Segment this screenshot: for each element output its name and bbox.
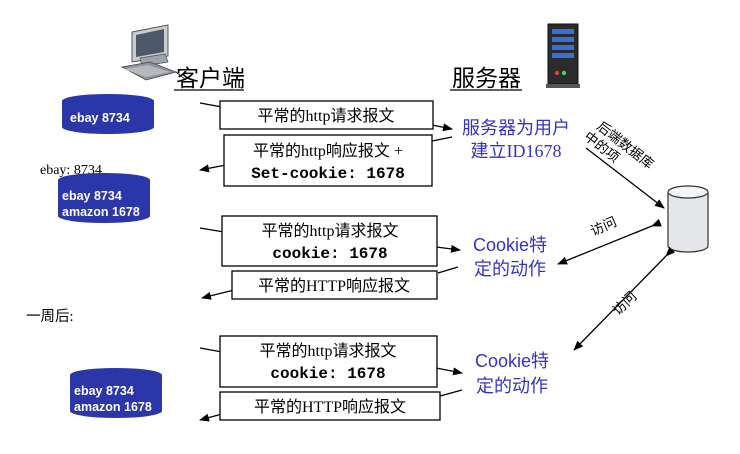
message-5-line-1: 平常的http请求报文 [260,342,397,360]
message-2-line-2: Set-cookie: 1678 [251,165,405,183]
cookie-file-3: ebay 8734 amazon 1678 [70,368,162,418]
server-label: 服务器 [452,66,521,91]
cookie-file-2-line-2: amazon 1678 [62,205,140,219]
cookie-file-1-line-1: ebay 8734 [70,111,130,125]
client-label: 客户端 [176,66,245,91]
message-3-request: 平常的http请求报文 cookie: 1678 [199,215,461,267]
server-note-action-2-line-1: Cookie特 [475,351,549,371]
access-label-2: 访问 [610,289,640,319]
message-6-response: 平常的HTTP响应报文 [199,389,463,422]
message-1-line-1: 平常的http请求报文 [258,107,395,125]
message-5-line-2: cookie: 1678 [270,365,385,383]
message-6-line-1: 平常的HTTP响应报文 [254,397,406,416]
server-note-create-id-line-2: 建立ID1678 [471,141,562,161]
cookie-file-3-line-2: amazon 1678 [74,400,152,414]
message-1-request: 平常的http请求报文 [199,100,453,132]
message-5-request: 平常的http请求报文 cookie: 1678 [199,335,463,388]
message-3-line-1: 平常的http请求报文 [262,222,399,240]
message-2-response: 平常的http响应报文 + Set-cookie: 1678 [199,134,453,187]
cookie-file-1: ebay 8734 [62,94,154,134]
server-note-action-2-line-2: 定的动作 [476,376,548,396]
cookie-file-2-line-1: ebay 8734 [62,189,122,203]
database-cylinder-icon [667,185,709,253]
access-label-1: 访问 [588,214,619,239]
cookie-file-3-line-1: ebay 8734 [74,384,134,398]
server-note-action-1-line-1: Cookie特 [473,235,547,255]
message-3-line-2: cookie: 1678 [272,245,387,263]
one-week-later-label: 一周后: [26,308,74,325]
message-4-response: 平常的HTTP响应报文 [201,266,459,300]
backend-db-label: 后端数据库 中的项 [581,119,656,172]
message-4-line-1: 平常的HTTP响应报文 [258,276,410,295]
server-note-create-id-line-1: 服务器为用户 [462,118,570,138]
server-note-action-1-line-2: 定的动作 [474,259,546,279]
server-tower-icon [546,23,580,88]
message-2-line-1: 平常的http响应报文 + [253,141,403,160]
cookie-file-2: ebay 8734 amazon 1678 [58,173,150,223]
desktop-computer-icon [120,24,187,81]
